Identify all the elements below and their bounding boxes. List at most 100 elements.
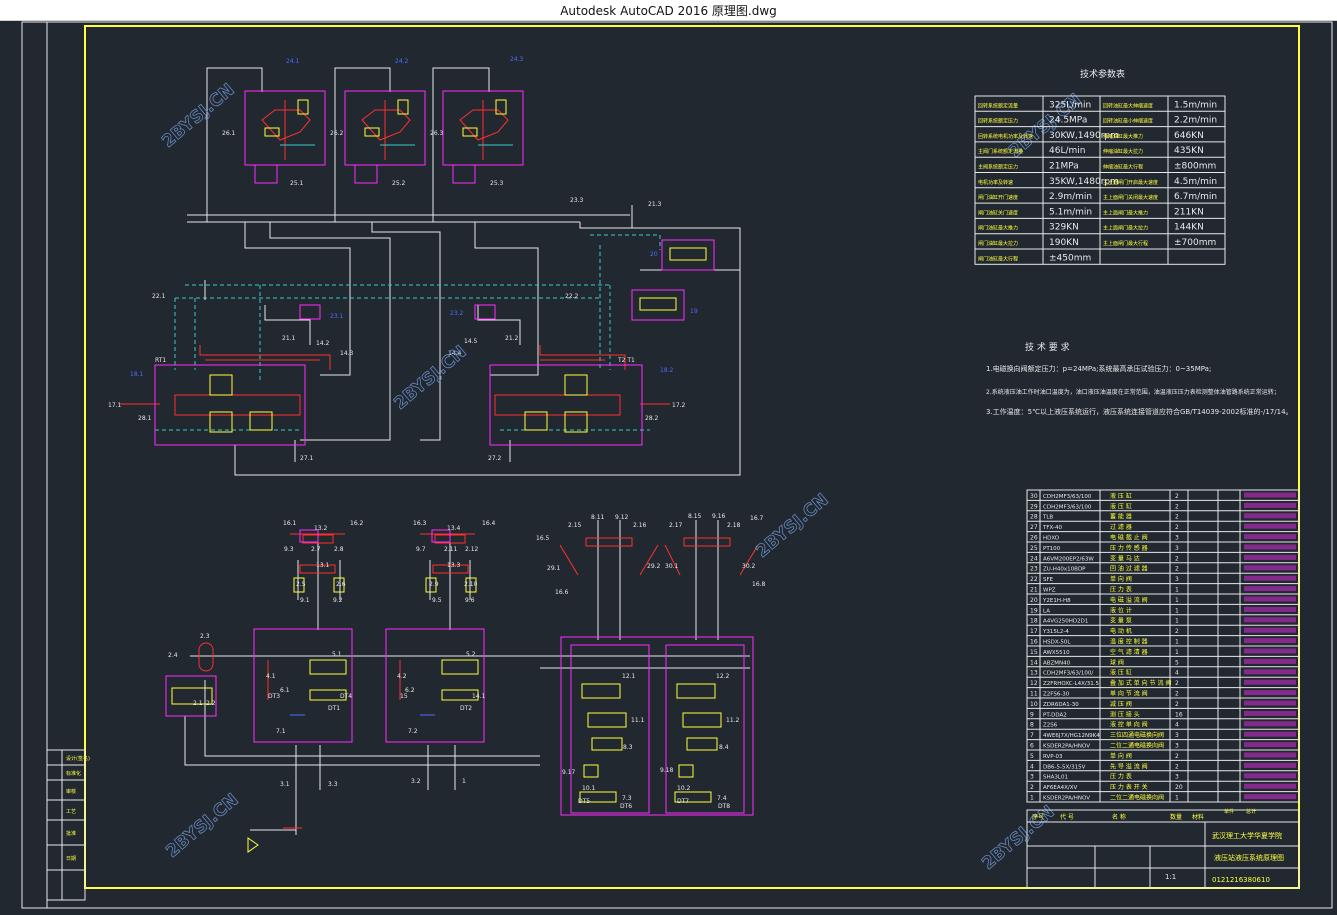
bom-cell: 4 [1030, 763, 1034, 770]
bom-hdr-0: 序号 [1032, 813, 1044, 821]
lbl-14-5: 14.5 [464, 338, 478, 345]
bom-cell: 20 [1030, 597, 1038, 604]
bom-cell: 2 [1175, 514, 1179, 521]
param-value: 1.5m/min [1174, 100, 1217, 110]
bom-cell: 13 [1030, 670, 1038, 677]
bom-cell: 三位四通电磁换向阀 [1110, 731, 1164, 739]
bom-remark-mark [1244, 638, 1296, 644]
bom-cell: 19 [1030, 607, 1038, 614]
bom-cell: 1 [1175, 795, 1179, 802]
bom-remark-mark [1244, 648, 1296, 654]
bom-cell: 叠 加 式 单 向 节 流 阀 [1110, 679, 1171, 687]
drawing-number: 0121216380610 [1212, 876, 1270, 884]
lbl-13-4: 13.4 [447, 525, 461, 532]
bom-cell: KSDER2PA/HNOV [1043, 744, 1090, 750]
lbl-2-18: 2.18 [727, 522, 741, 529]
param-value: 329KN [1049, 223, 1079, 233]
bom-cell: TLB [1042, 515, 1053, 521]
bom-cell: 球 阀 [1110, 658, 1124, 666]
lbl-26-2: 26.2 [330, 130, 344, 137]
bom-cell: 1 [1030, 795, 1034, 802]
bom-cell: HSDX-50L [1043, 640, 1071, 646]
bom-cell: 24 [1030, 555, 1038, 562]
tech-req-title: 技 术 要 求 [1025, 341, 1070, 353]
lbl-5-1: 6.1 [280, 687, 290, 694]
param-label: 闸门油缸开门速度 [978, 194, 1018, 201]
bom-cell: 液 压 缸 [1110, 502, 1132, 510]
lbl-9-12: 9.12 [615, 514, 629, 521]
bom-cell: 2 [1175, 493, 1179, 500]
param-label: 闸门油缸最大行程 [978, 255, 1018, 262]
bom-cell: 11 [1030, 691, 1038, 698]
strip-text-0: 设计(签名) [66, 755, 90, 762]
strip-text-3: 工艺 [66, 809, 76, 815]
bom-cell: 25 [1030, 545, 1038, 552]
bom-cell: 液 位 计 [1110, 606, 1132, 614]
bom-remark-mark [1244, 742, 1296, 748]
lbl-6-1: 4.1 [266, 673, 276, 680]
lbl-2-8: 2.8 [334, 546, 344, 553]
lbl-10-1: 10.1 [582, 785, 596, 792]
lbl-2-15: 2.15 [568, 522, 582, 529]
bom-cell: ZU-H40x10BDP [1043, 567, 1086, 573]
bom-cell: 14 [1030, 659, 1038, 666]
lbl-9-16: 9.16 [712, 513, 726, 520]
lbl-16-6: 16.6 [555, 589, 569, 596]
lbl-15: 2.3 [200, 633, 210, 640]
param-label: 回转系统额定压力 [978, 118, 1018, 125]
lbl-8-4: 8.4 [719, 744, 729, 751]
lbl-2-10: 2.10 [464, 581, 478, 588]
lbl-22-1: 22.1 [152, 293, 166, 300]
param-label: 伸缩油缸最大拉力 [1103, 148, 1143, 155]
bom-cell: 27 [1030, 524, 1038, 531]
bom-remark-mark [1244, 586, 1296, 592]
bom-cell: 1 [1175, 649, 1179, 656]
bom-cell: PT-DDA2 [1043, 712, 1067, 718]
param-label: 主上面闸门开启最大速度 [1103, 179, 1158, 186]
lbl-dt3: 15 [400, 693, 408, 700]
bom-cell: 2 [1175, 628, 1179, 635]
bom-cell: 2 [1175, 524, 1179, 531]
bom-cell: SHA3L01 [1043, 775, 1068, 781]
param-label: 伸缩油缸最大行程 [1103, 164, 1143, 171]
lbl-18-2: 18.2 [660, 367, 674, 374]
bom-cell: 5 [1175, 659, 1179, 666]
lbl-23-1: 23.1 [330, 313, 344, 320]
param-value: 144KN [1174, 223, 1204, 233]
bom-cell: CDH2MF3/63/100 [1043, 494, 1092, 500]
param-label: 主阀门系统额定流量 [978, 148, 1023, 155]
param-value: 2.2m/min [1174, 116, 1217, 126]
lbl-14-3: 14.3 [340, 350, 354, 357]
strip-text-4: 批准 [66, 830, 76, 837]
lbl-8-15: 8.15 [688, 513, 702, 520]
param-label: 主上面闸门最大拉力 [1103, 225, 1148, 232]
tech-req-1: 1.电磁换向阀额定压力：p=24MPa;系统最高承压试验压力：0~35MPa; [986, 364, 1211, 373]
lbl-11-1: 11.1 [631, 717, 645, 724]
param-value: 2.9m/min [1049, 192, 1092, 202]
lbl-24-2: 24.2 [395, 58, 409, 65]
bom-remark-mark [1244, 721, 1296, 727]
lbl-14-2: 14.2 [316, 340, 330, 347]
bom-cell: 6 [1030, 743, 1034, 750]
bom-cell: 1 [1175, 587, 1179, 594]
bom-cell: 过 滤 器 [1110, 523, 1132, 531]
bom-cell: 3 [1030, 774, 1034, 781]
param-label: 回转油缸最大伸缩速度 [1103, 102, 1153, 109]
param-value: ±450mm [1049, 253, 1091, 263]
bom-cell: 2 [1175, 763, 1179, 770]
lbl-12-2: 12.2 [716, 673, 730, 680]
lbl-16-2: 16.2 [350, 520, 364, 527]
inner-frame [84, 25, 1300, 889]
lbl-16-1: 16.1 [283, 520, 297, 527]
param-label: 主上面闸门最大推力 [1103, 209, 1148, 216]
drawing-canvas[interactable]: 设计(签名) 标准化 审核 工艺 批准 日期 [0, 20, 1337, 911]
lbl-24-1: 24.1 [286, 58, 300, 65]
lbl-7-3: 7.3 [622, 795, 632, 802]
param-value: 211KN [1174, 207, 1204, 217]
lbl-9-6: 9.6 [465, 597, 475, 604]
bom-cell: SFE [1043, 577, 1054, 583]
param-value: ±700mm [1174, 238, 1216, 248]
schematic: 设计(签名) 标准化 审核 工艺 批准 日期 [21, 21, 1333, 909]
lbl-dt4: 14.1 [472, 693, 486, 700]
bom-remark-mark [1244, 783, 1296, 789]
